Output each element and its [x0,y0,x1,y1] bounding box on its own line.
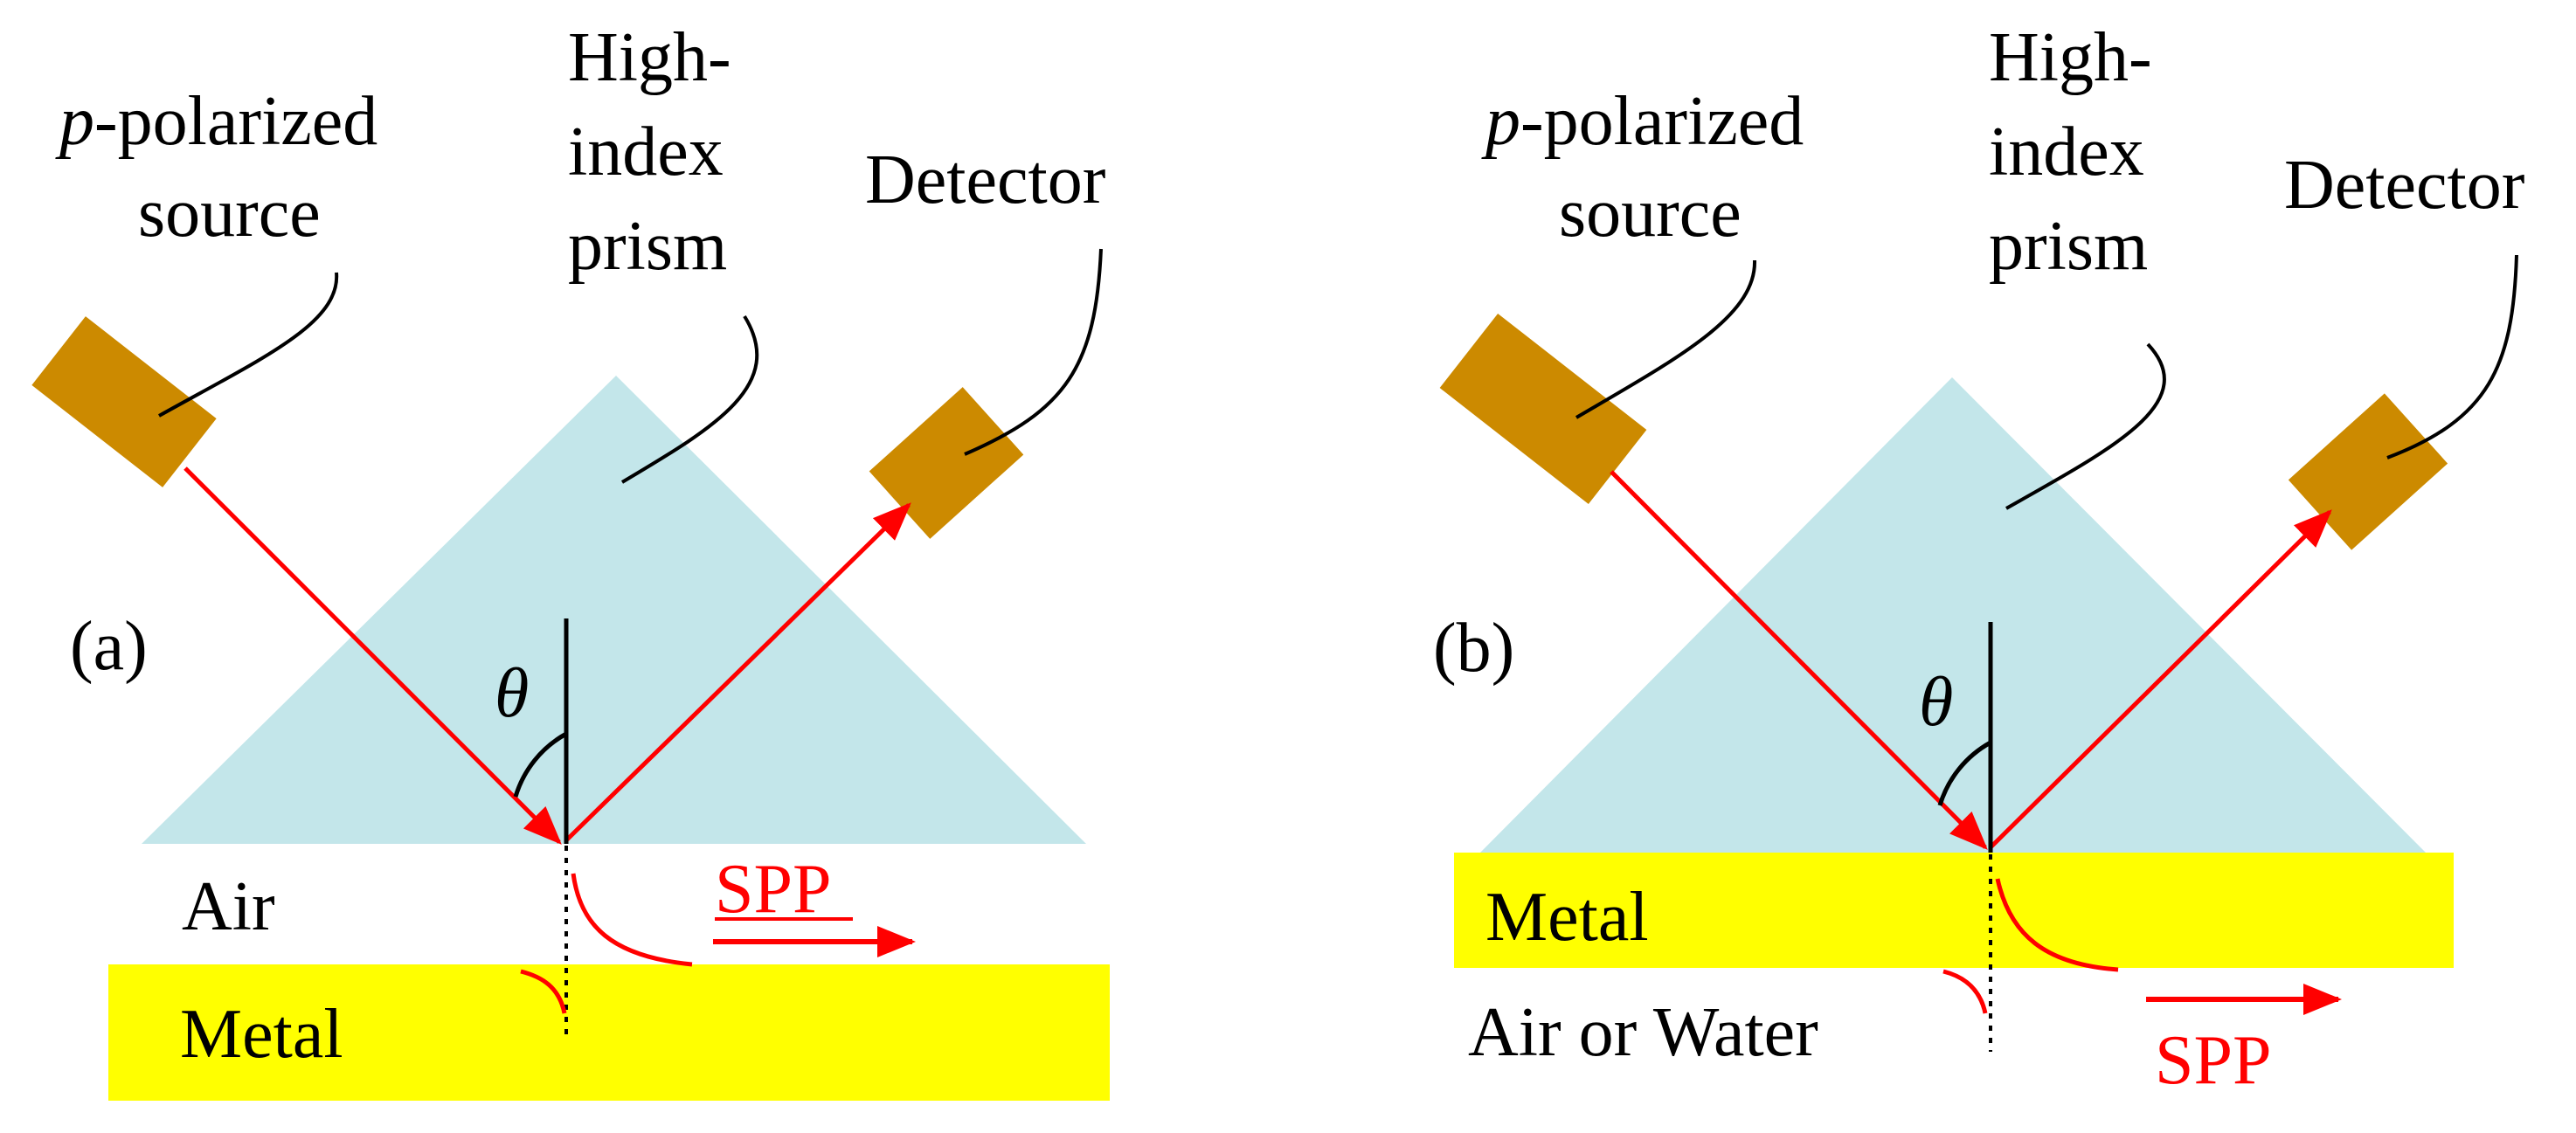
metal-slab-a [108,964,1110,1101]
field-curve-upper-b [1995,878,2119,972]
source-prefix-a: p [55,83,94,160]
prism-label-line2-a: index [568,114,724,190]
field-curve-lower-b [1942,969,1988,1014]
detector-leader-a [964,248,1103,456]
prism-label-line3-a: prism [568,208,727,285]
spp-label-a: SPP [715,851,831,928]
panel-tag-a: (a) [70,608,148,685]
medium-upper-label-a: Air [182,868,275,945]
detector-leader-b [2386,254,2518,459]
field-curve-upper-a [571,873,693,967]
prism-label-line3-b: prism [1989,208,2148,285]
panel-tag-b: (b) [1433,610,1514,687]
source-leader-a [158,272,339,418]
source-label-line1-a: p-polarized [55,83,377,160]
reflected-beam-a [564,502,911,842]
angle-arc-a [513,731,568,798]
source-label-line2-a: source [138,175,321,252]
prism-b [1480,377,2426,853]
source-label-line1-b: p-polarized [1481,83,1804,160]
prism-label-line2-b: index [1989,114,2144,190]
source-suffix-b: -polarized [1520,83,1804,160]
source-label-line2-b: source [1559,175,1742,252]
prism-leader-a [620,314,759,484]
reflected-beam-b [1989,509,2332,849]
angle-arc-b [1937,740,1992,806]
field-curve-lower-a [520,969,567,1014]
prism-a [142,376,1086,844]
metal-slab-b [1454,853,2454,968]
angle-label-a: θ [495,655,529,732]
source-device-a [31,316,217,487]
medium-lower-label-b: Air or Water [1468,994,1818,1071]
detector-device-a [869,387,1024,539]
source-suffix-a: -polarized [94,83,377,160]
prism-label-line1-b: High- [1989,19,2152,96]
detector-label-b: Detector [2284,147,2524,224]
medium-lower-label-a: Metal [180,996,343,1073]
medium-upper-label-b: Metal [1485,879,1649,956]
panel-b: p-polarized source High- index prism Det… [1433,19,2524,1099]
source-device-b [1439,313,1647,505]
incident-beam-a [184,466,562,845]
source-prefix-b: p [1481,83,1520,160]
incident-beam-b [1610,470,1988,850]
spp-label-b: SPP [2155,1022,2271,1099]
angle-label-b: θ [1919,664,1953,741]
source-leader-b [1575,259,1757,419]
detector-label-a: Detector [865,142,1105,218]
prism-leader-b [2005,342,2166,510]
panel-a: p-polarized source High- index prism Det… [31,19,1110,1101]
prism-label-line1-a: High- [568,19,731,96]
